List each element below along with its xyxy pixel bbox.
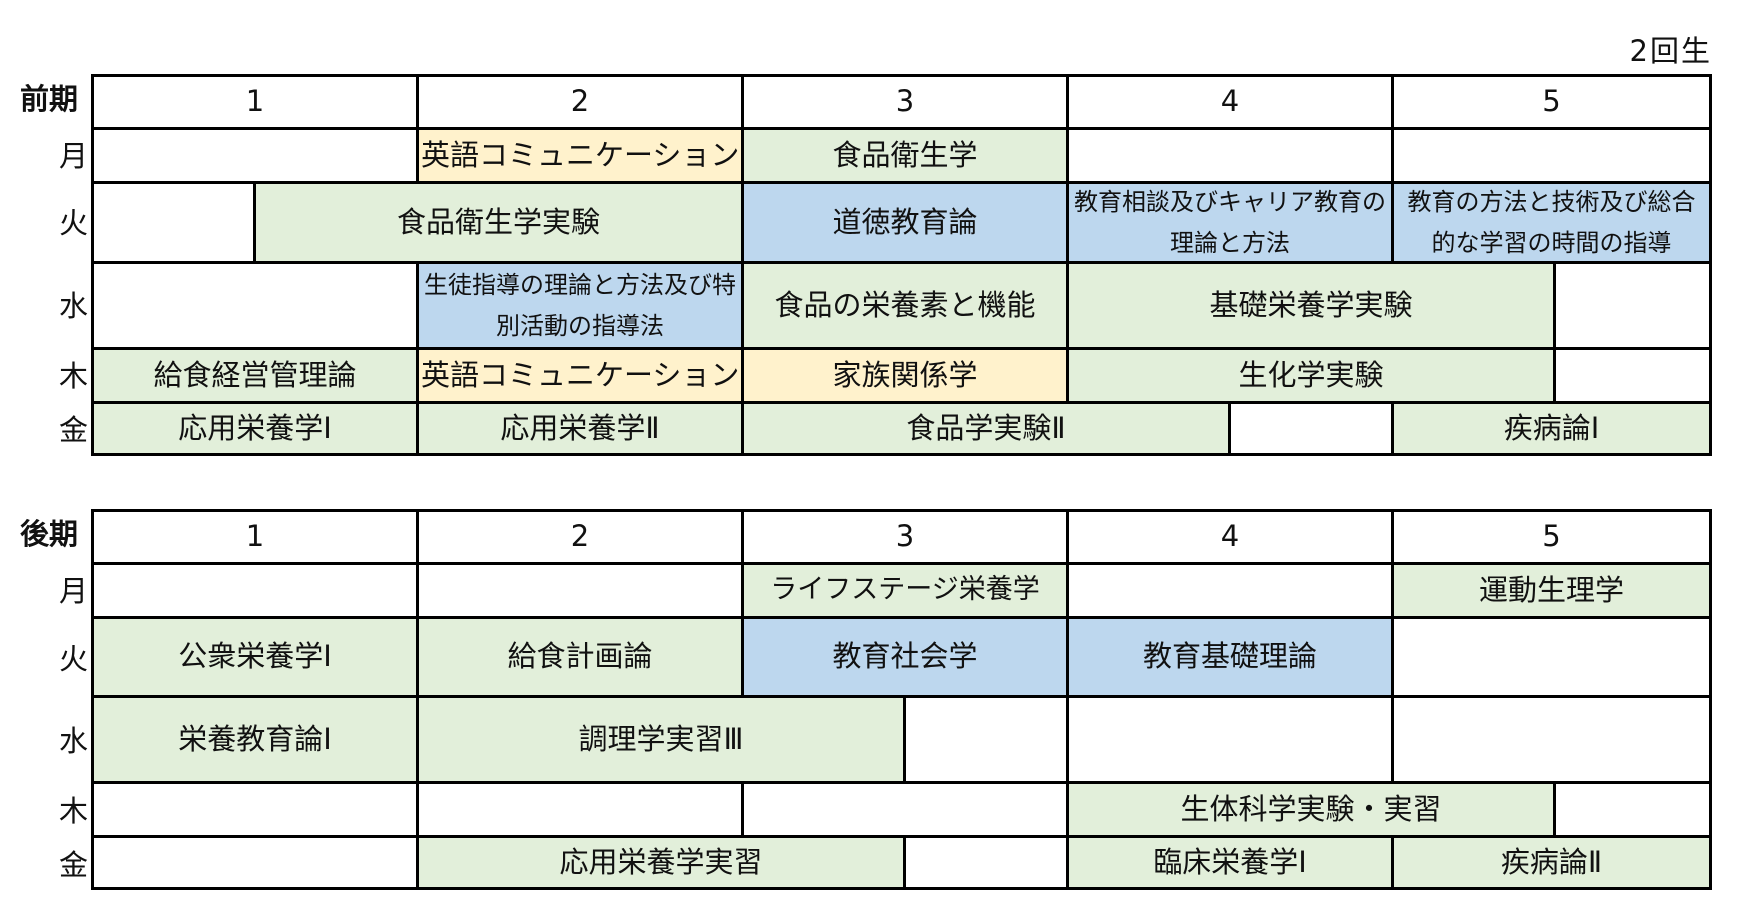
class-cell[interactable]: 食品の栄養素と機能 — [744, 264, 1069, 350]
period-header: 5 — [1394, 77, 1709, 130]
class-cell-empty — [906, 698, 1069, 784]
class-cell[interactable]: 疾病論Ⅰ — [1394, 404, 1709, 453]
class-cell[interactable]: 基礎栄養学実験 — [1069, 264, 1556, 350]
class-cell-empty — [1069, 565, 1394, 619]
class-cell[interactable]: 英語コミュニケーション — [419, 350, 744, 404]
class-cell-empty — [1556, 264, 1709, 350]
class-cell[interactable]: 生化学実験 — [1069, 350, 1556, 404]
class-cell[interactable]: 給食計画論 — [419, 619, 744, 698]
period-header: 4 — [1069, 512, 1394, 565]
class-cell[interactable]: 教育相談及びキャリア教育の理論と方法 — [1069, 184, 1394, 264]
class-cell-empty — [94, 565, 419, 619]
day-label-wed: 水 — [58, 724, 88, 758]
class-cell-empty — [1069, 698, 1394, 784]
class-cell-empty — [1069, 130, 1394, 184]
class-cell-empty — [1231, 404, 1394, 453]
class-cell[interactable]: 家族関係学 — [744, 350, 1069, 404]
class-cell-empty — [906, 838, 1069, 887]
class-cell-empty — [94, 184, 256, 264]
class-cell[interactable]: 教育基礎理論 — [1069, 619, 1394, 698]
timetable-grid: 1 2 3 4 5 ライフステージ栄養学 運動生理学 公衆栄養学Ⅰ 給食計画論 … — [91, 509, 1712, 890]
class-cell-empty — [94, 784, 419, 838]
class-cell-empty — [1394, 130, 1709, 184]
class-cell-empty — [419, 784, 744, 838]
class-cell-empty — [744, 784, 1069, 838]
class-cell[interactable]: 臨床栄養学Ⅰ — [1069, 838, 1394, 887]
class-cell[interactable]: 生体科学実験・実習 — [1069, 784, 1556, 838]
class-cell[interactable]: 給食経営管理論 — [94, 350, 419, 404]
class-cell[interactable]: 生徒指導の理論と方法及び特別活動の指導法 — [419, 264, 744, 350]
day-label-fri: 金 — [58, 413, 88, 447]
day-label-thu: 木 — [58, 794, 88, 828]
class-cell[interactable]: 教育社会学 — [744, 619, 1069, 698]
class-cell[interactable]: 英語コミュニケーション — [419, 130, 744, 184]
class-cell[interactable]: 応用栄養学実習 — [419, 838, 906, 887]
class-cell[interactable]: 食品衛生学 — [744, 130, 1069, 184]
day-label-tue: 火 — [58, 206, 88, 240]
class-cell[interactable]: 食品学実験Ⅱ — [744, 404, 1231, 453]
class-cell-empty — [94, 264, 419, 350]
period-header: 4 — [1069, 77, 1394, 130]
class-cell[interactable]: 調理学実習Ⅲ — [419, 698, 906, 784]
class-cell-empty — [1556, 350, 1709, 404]
class-cell-empty — [1556, 784, 1709, 838]
period-header: 3 — [744, 512, 1069, 565]
class-cell-empty — [419, 565, 744, 619]
day-label-fri: 金 — [58, 848, 88, 882]
period-header: 2 — [419, 77, 744, 130]
class-cell[interactable]: 応用栄養学Ⅰ — [94, 404, 419, 453]
class-cell[interactable]: 公衆栄養学Ⅰ — [94, 619, 419, 698]
class-cell-empty — [1394, 619, 1709, 698]
period-header: 1 — [94, 512, 419, 565]
grade-label: 2回生 — [1629, 34, 1712, 68]
day-label-thu: 木 — [58, 359, 88, 393]
period-header: 2 — [419, 512, 744, 565]
day-label-tue: 火 — [58, 642, 88, 676]
class-cell[interactable]: ライフステージ栄養学 — [744, 565, 1069, 619]
class-cell[interactable]: 疾病論Ⅱ — [1394, 838, 1709, 887]
class-cell-empty — [1394, 698, 1709, 784]
period-header: 3 — [744, 77, 1069, 130]
class-cell[interactable]: 教育の方法と技術及び総合的な学習の時間の指導 — [1394, 184, 1709, 264]
day-label-mon: 月 — [58, 574, 88, 608]
day-label-wed: 水 — [58, 289, 88, 323]
class-cell[interactable]: 運動生理学 — [1394, 565, 1709, 619]
timetable-grid: 1 2 3 4 5 英語コミュニケーション 食品衛生学 食品衛生学実験 道徳教育… — [91, 74, 1712, 456]
class-cell-empty — [94, 838, 419, 887]
class-cell[interactable]: 食品衛生学実験 — [256, 184, 744, 264]
class-cell[interactable]: 道徳教育論 — [744, 184, 1069, 264]
day-label-mon: 月 — [58, 139, 88, 173]
class-cell[interactable]: 応用栄養学Ⅱ — [419, 404, 744, 453]
period-header: 1 — [94, 77, 419, 130]
term-label: 前期 — [20, 82, 79, 116]
class-cell-empty — [94, 130, 419, 184]
term-label: 後期 — [20, 517, 79, 551]
class-cell[interactable]: 栄養教育論Ⅰ — [94, 698, 419, 784]
period-header: 5 — [1394, 512, 1709, 565]
